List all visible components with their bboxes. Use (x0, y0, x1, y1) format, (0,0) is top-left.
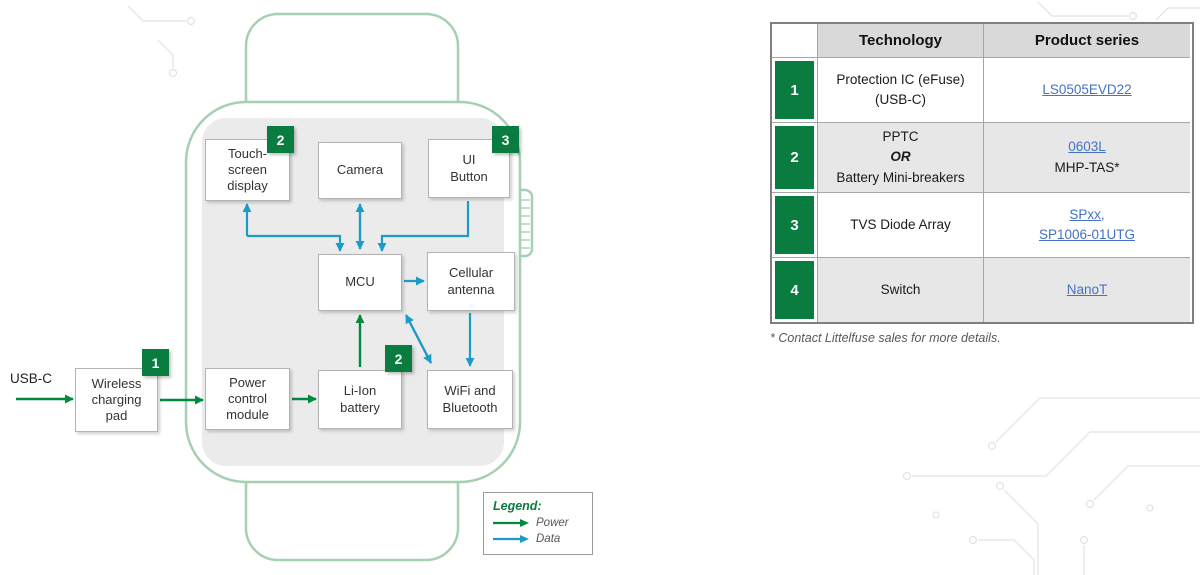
block-label-line: charging (91, 391, 142, 407)
product-series-cell: SPxx, SP1006-01UTG (984, 193, 1190, 258)
block-li-ion-battery: Li-Ion battery (318, 370, 402, 429)
technology-line: PPTC (882, 129, 919, 145)
block-label-line: Wireless (91, 375, 142, 391)
block-label-line: module (226, 407, 269, 423)
badge-2-battery: 2 (385, 345, 412, 372)
table-corner-cell (772, 24, 818, 58)
product-link-0603l[interactable]: 0603L (1068, 139, 1106, 155)
block-label-line: UI (462, 152, 476, 168)
product-link-spxx[interactable]: SPxx, (1069, 206, 1105, 222)
technology-cell: PPTC OR Battery Mini-breakers (818, 123, 984, 193)
table-row-number-cell: 3 (772, 193, 818, 258)
technology-line: Protection IC (eFuse) (836, 71, 965, 87)
block-label-line: Camera (336, 162, 384, 178)
block-power-control-module: Power control module (205, 368, 290, 430)
watch-band-bottom (244, 442, 460, 562)
block-label-line: Cellular (448, 265, 494, 281)
product-series-cell: 0603L MHP-TAS* (984, 123, 1190, 193)
technology-line: Switch (880, 281, 921, 297)
technology-cell: Protection IC (eFuse) (USB-C) (818, 58, 984, 123)
block-label-line: antenna (447, 281, 495, 297)
badge-1-wireless-pad: 1 (142, 349, 169, 376)
table-row-number-cell: 4 (772, 258, 818, 322)
badge-2-touch-display: 2 (267, 126, 294, 153)
row-number: 3 (775, 196, 814, 254)
block-label-line: Power (229, 374, 266, 390)
block-label-line: Touch- (227, 145, 268, 161)
row-number: 1 (775, 61, 814, 119)
badge-3-ui-button: 3 (492, 126, 519, 153)
block-label-line: display (227, 178, 268, 194)
product-series-cell: LS0505EVD22 (984, 58, 1190, 123)
table-row-number-cell: 2 (772, 123, 818, 193)
table-row-number-cell: 1 (772, 58, 818, 123)
technology-product-table: Technology Product series 1 Protection I… (770, 22, 1194, 324)
row-number: 2 (775, 126, 814, 189)
block-label-line: MCU (345, 274, 375, 290)
data-arrow-button-to-mcu (377, 201, 470, 252)
table-header-technology: Technology (818, 24, 984, 58)
data-arrow-icon (493, 535, 529, 543)
legend-power-label: Power (536, 517, 569, 529)
block-label-line: Li-Ion (343, 383, 377, 399)
block-label-line: Bluetooth (442, 399, 498, 415)
power-arrow-icon (493, 519, 529, 527)
block-mcu: MCU (318, 254, 402, 311)
product-link-nanot[interactable]: NanoT (1066, 281, 1108, 297)
technology-line: TVS Diode Array (850, 216, 951, 232)
product-link-sp1006-01utg[interactable]: SP1006-01UTG (1038, 227, 1136, 242)
block-label-line: Button (450, 168, 488, 184)
power-arrows (16, 314, 365, 405)
block-label-line: WiFi and (444, 383, 496, 399)
block-wireless-charging-pad: Wireless charging pad (75, 368, 158, 432)
table-footnote: * Contact Littelfuse sales for more deta… (770, 331, 1001, 345)
usb-c-label: USB-C (10, 371, 53, 386)
block-label-line: battery (340, 399, 380, 415)
technology-cell: TVS Diode Array (818, 193, 984, 258)
data-arrow-display-to-mcu (247, 234, 345, 252)
watch-crown-ridges (516, 199, 530, 249)
watch-crown (512, 188, 534, 258)
product-series-cell: NanoT (984, 258, 1190, 322)
block-cellular-antenna: Cellular antenna (427, 252, 515, 311)
block-label-line: pad (105, 408, 128, 424)
legend-title: Legend: (493, 499, 542, 513)
block-camera: Camera (318, 142, 402, 199)
technology-line: Battery Mini-breakers (836, 169, 965, 185)
table-header-product-series: Product series (984, 24, 1190, 58)
legend-box: Legend: Power Data (483, 492, 593, 555)
block-label-line: screen (227, 161, 268, 177)
technology-line: (USB-C) (875, 92, 926, 107)
block-wifi-bluetooth: WiFi and Bluetooth (427, 370, 513, 429)
block-label-line: control (227, 390, 268, 406)
watch-band-top (244, 12, 460, 134)
product-link-ls0505evd22[interactable]: LS0505EVD22 (1042, 81, 1132, 97)
legend-data-label: Data (536, 533, 561, 545)
technology-or-line: OR (890, 149, 911, 165)
technology-cell: Switch (818, 258, 984, 322)
row-number: 4 (775, 261, 814, 319)
product-text-mhp-tas: MHP-TAS* (1054, 159, 1120, 175)
